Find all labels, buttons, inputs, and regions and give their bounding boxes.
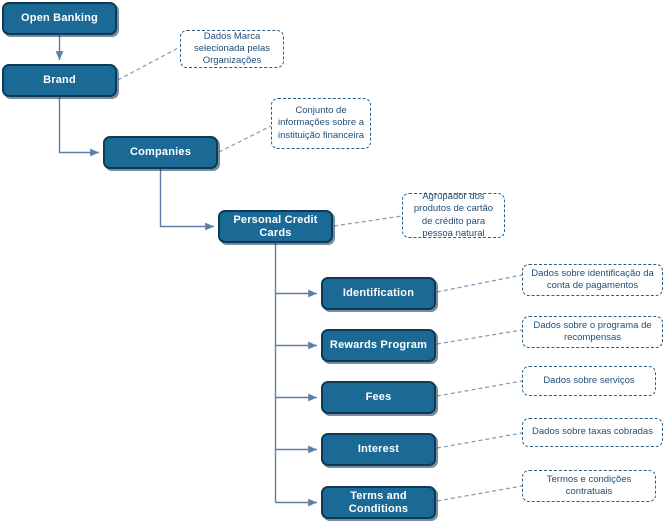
node-identification-label: Identification bbox=[342, 287, 415, 300]
edge-brand-companies bbox=[58, 97, 99, 157]
node-terms-and-conditions[interactable]: Terms and Conditions bbox=[321, 486, 436, 519]
note-companies-label: Conjunto de informações sobre a institui… bbox=[277, 105, 365, 141]
note-brand-label: Dados Marca selecionada pelas Organizaçõ… bbox=[193, 30, 271, 67]
leader-terms-and-conditions bbox=[436, 485, 523, 502]
note-interest-label: Dados sobre taxas cobradas bbox=[532, 426, 653, 438]
leader-interest bbox=[436, 432, 523, 449]
node-terms-and-conditions-label: Terms and Conditions bbox=[348, 489, 409, 515]
note-rewards-program: Dados sobre o programa de recompensas bbox=[522, 316, 663, 348]
note-fees: Dados sobre serviços bbox=[522, 366, 656, 396]
node-companies-label: Companies bbox=[129, 146, 192, 159]
note-terms-and-conditions: Termos e condições contratuais bbox=[522, 470, 656, 502]
note-fees-label: Dados sobre serviços bbox=[543, 374, 635, 386]
note-identification-label: Dados sobre identificação da conta de pa… bbox=[531, 267, 654, 291]
note-rewards-program-label: Dados sobre o programa de recompensas bbox=[533, 319, 652, 343]
node-identification[interactable]: Identification bbox=[321, 277, 436, 310]
node-brand-label: Brand bbox=[43, 74, 76, 87]
node-fees-label: Fees bbox=[365, 391, 392, 404]
node-fees[interactable]: Fees bbox=[321, 381, 436, 414]
node-brand[interactable]: Brand bbox=[2, 64, 117, 97]
node-open-banking[interactable]: Open Banking bbox=[2, 2, 117, 35]
note-brand: Dados Marca selecionada pelas Organizaçõ… bbox=[180, 30, 284, 68]
leader-rewards-program bbox=[436, 329, 523, 345]
node-personal-credit-cards[interactable]: Personal Credit Cards bbox=[218, 210, 333, 243]
node-rewards-program-label: Rewards Program bbox=[329, 339, 428, 352]
edge-companies-personal-credit-cards bbox=[159, 169, 214, 231]
note-personal-credit-cards: Agrupador dos produtos de cartão de créd… bbox=[402, 191, 505, 239]
leader-brand bbox=[117, 46, 181, 81]
leader-personal-credit-cards bbox=[333, 215, 403, 227]
note-identification: Dados sobre identificação da conta de pa… bbox=[522, 264, 663, 296]
node-interest[interactable]: Interest bbox=[321, 433, 436, 466]
node-rewards-program[interactable]: Rewards Program bbox=[321, 329, 436, 362]
note-companies: Conjunto de informações sobre a institui… bbox=[271, 98, 371, 149]
node-interest-label: Interest bbox=[357, 443, 400, 456]
note-terms-and-conditions-label: Termos e condições contratuais bbox=[546, 473, 632, 497]
note-personal-credit-cards-label: Agrupador dos produtos de cartão de créd… bbox=[413, 191, 494, 239]
leader-companies bbox=[218, 125, 272, 153]
leader-identification bbox=[436, 274, 523, 293]
node-personal-credit-cards-label: Personal Credit Cards bbox=[233, 213, 318, 239]
node-companies[interactable]: Companies bbox=[103, 136, 218, 169]
note-interest: Dados sobre taxas cobradas bbox=[522, 418, 663, 447]
node-open-banking-label: Open Banking bbox=[21, 12, 98, 25]
leader-fees bbox=[436, 380, 523, 397]
